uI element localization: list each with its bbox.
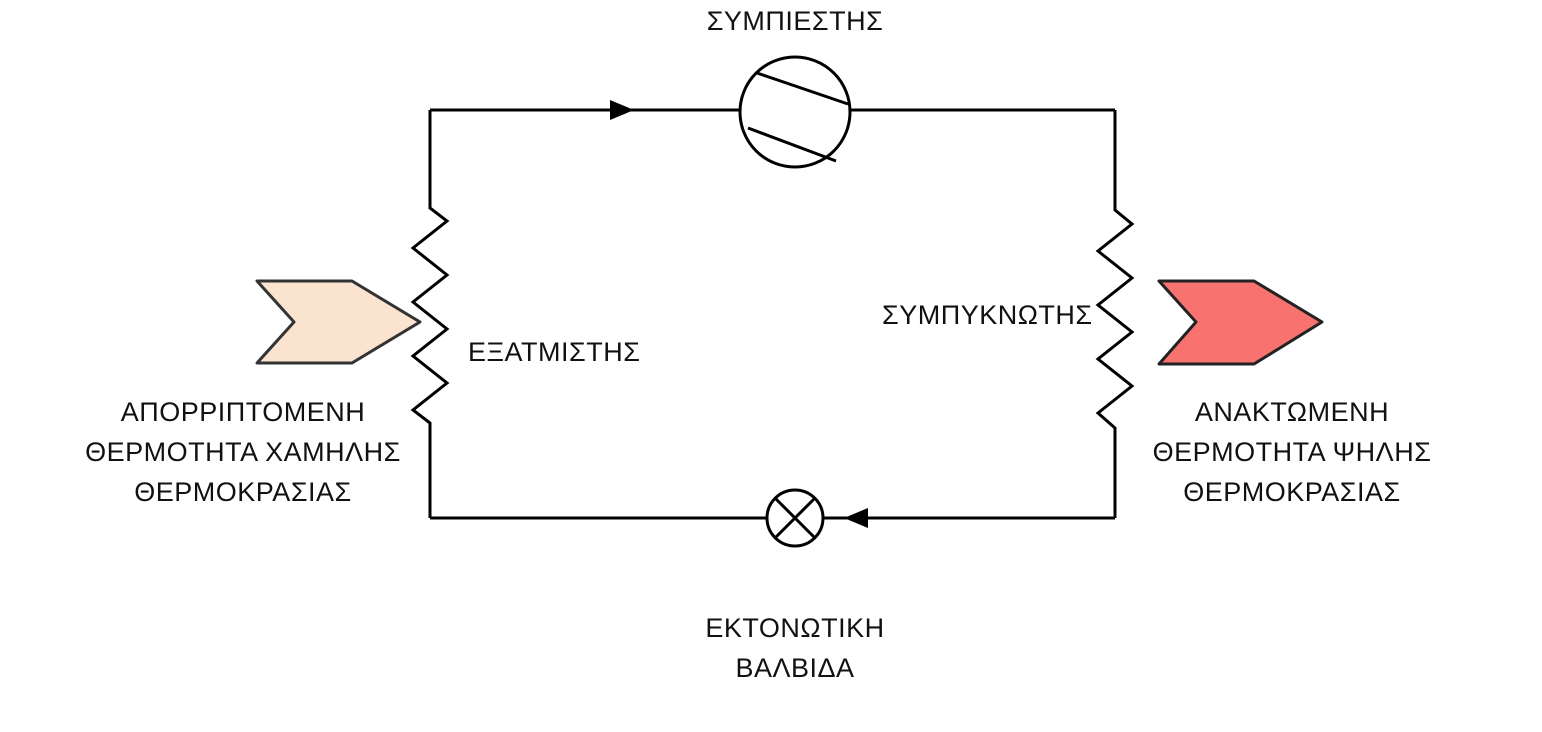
flow-arrow-left-icon <box>844 508 868 528</box>
expansion-valve-label-line2: ΒΑΛΒΙΔΑ <box>735 653 855 683</box>
high-temp-heat-label-line1: ΑΝΑΚΤΩΜΕΝΗ <box>1194 397 1390 427</box>
expansion-valve-label-line1: ΕΚΤΟΝΩΤΙΚΗ <box>705 613 885 643</box>
low-temp-heat-label: ΑΠΟΡΡΙΠΤΟΜΕΝΗ ΘΕΡΜΟΤΗΤΑ ΧΑΜΗΛΗΣ ΘΕΡΜΟΚΡΑ… <box>85 392 401 512</box>
high-temp-heat-label-line2: ΘΕΡΜΟΤΗΤΑ ΨΗΛΗΣ <box>1152 437 1432 467</box>
evaporator-coil-icon <box>410 110 450 518</box>
low-temp-heat-arrow-icon <box>255 279 422 365</box>
low-temp-heat-label-line1: ΑΠΟΡΡΙΠΤΟΜΕΝΗ <box>120 397 366 427</box>
low-temp-heat-label-line3: ΘΕΡΜΟΚΡΑΣΙΑΣ <box>134 477 352 507</box>
condenser-label: ΣΥΜΠΥΚΝΩΤΗΣ <box>882 300 1093 330</box>
condenser-coil-icon <box>1095 110 1135 518</box>
low-temp-heat-label-line2: ΘΕΡΜΟΤΗΤΑ ΧΑΜΗΛΗΣ <box>85 437 401 467</box>
high-temp-heat-label: ΑΝΑΚΤΩΜΕΝΗ ΘΕΡΜΟΤΗΤΑ ΨΗΛΗΣ ΘΕΡΜΟΚΡΑΣΙΑΣ <box>1153 392 1432 512</box>
compressor-label: ΣΥΜΠΙΕΣΤΗΣ <box>706 6 884 36</box>
high-temp-heat-arrow-icon <box>1157 279 1324 366</box>
expansion-valve-label: ΕΚΤΟΝΩΤΙΚΗ ΒΑΛΒΙΔΑ <box>705 608 884 688</box>
compressor-symbol-icon <box>738 55 852 169</box>
evaporator-label: ΕΞΑΤΜΙΣΤΗΣ <box>468 337 641 367</box>
high-temp-heat-label-line3: ΘΕΡΜΟΚΡΑΣΙΑΣ <box>1183 477 1401 507</box>
flow-arrow-right-icon <box>610 100 634 120</box>
expansion-valve-symbol-icon <box>765 488 825 548</box>
